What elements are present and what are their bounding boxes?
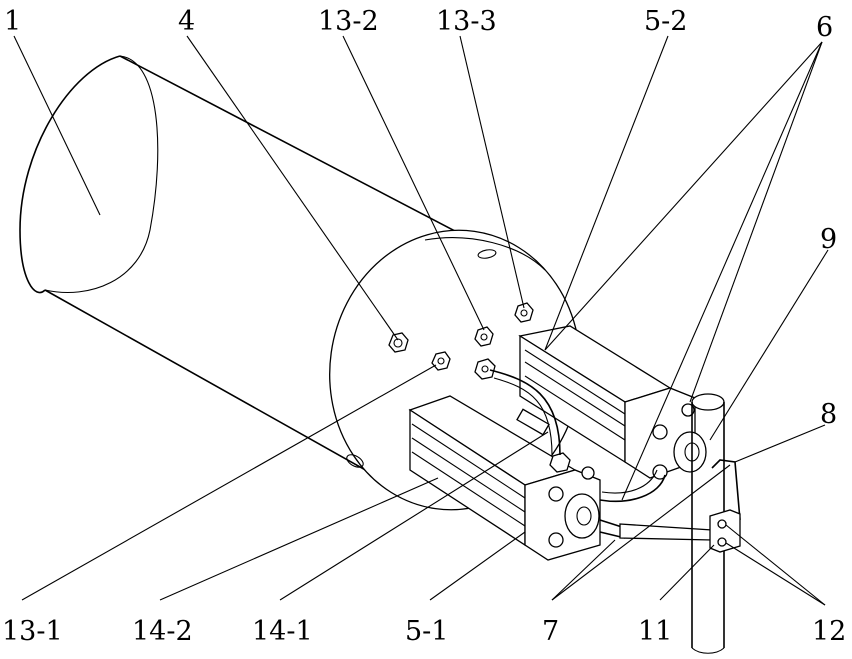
label-8: 8 [820, 399, 837, 430]
label-5-1: 5-1 [405, 616, 448, 647]
label-11: 11 [638, 616, 672, 647]
label-4: 4 [178, 6, 195, 37]
clamp-block [710, 510, 740, 552]
label-6: 6 [816, 12, 833, 43]
label-13-1: 13-1 [2, 616, 63, 647]
label-7: 7 [542, 616, 559, 647]
label-12: 12 [812, 616, 846, 647]
label-14-1: 14-1 [252, 616, 313, 647]
label-13-2: 13-2 [318, 6, 379, 37]
label-5-2: 5-2 [644, 6, 687, 37]
label-14-2: 14-2 [132, 616, 193, 647]
label-13-3: 13-3 [436, 6, 497, 37]
label-1: 1 [4, 6, 21, 37]
label-9: 9 [820, 224, 837, 255]
